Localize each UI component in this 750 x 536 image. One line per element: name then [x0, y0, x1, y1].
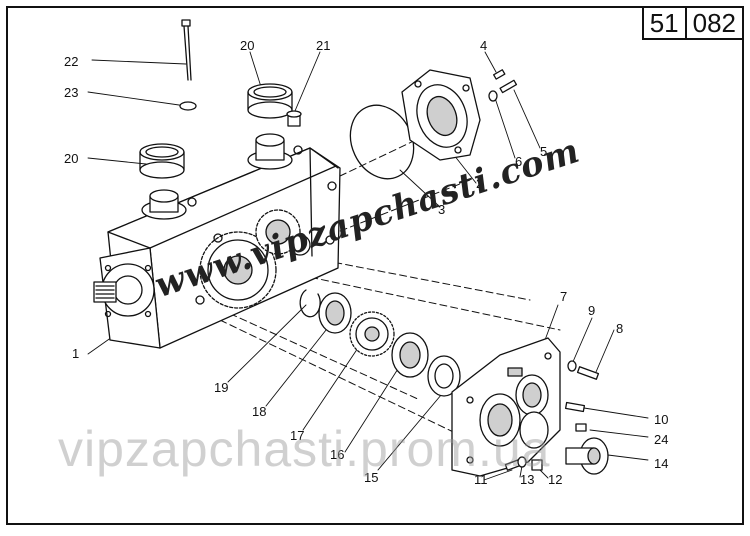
callout-11: 11 — [474, 472, 488, 487]
callout-20-left: 20 — [64, 151, 79, 166]
callout-6: 6 — [515, 154, 523, 169]
page-code-part1: 51 — [649, 8, 679, 38]
callout-15: 15 — [364, 470, 379, 485]
bolt-4-6-5 — [488, 69, 518, 102]
gearbox-housing — [93, 133, 341, 349]
callout-10: 10 — [654, 412, 669, 427]
callout-3: 3 — [438, 202, 446, 217]
flange-14 — [565, 437, 609, 475]
page-code-part2: 082 — [692, 8, 736, 38]
small-parts-11-12-13 — [504, 456, 543, 471]
callout-19: 19 — [214, 380, 229, 395]
cover-plate-7 — [451, 337, 561, 477]
seal-16 — [391, 332, 429, 378]
callout-16: 16 — [330, 447, 345, 462]
drawing-frame — [6, 6, 744, 525]
page-code-box: 51 082 — [641, 6, 744, 40]
bolts-8-9-10 — [564, 360, 600, 413]
callout-1: 1 — [72, 346, 80, 361]
bushing-20-left — [139, 143, 185, 179]
leader-lines — [87, 51, 649, 481]
key-24 — [575, 423, 587, 432]
callout-8: 8 — [616, 321, 624, 336]
callout-20-top: 20 — [240, 38, 255, 53]
o-ring-23 — [179, 101, 197, 111]
callout-12: 12 — [548, 472, 563, 487]
bushing-20-right — [247, 83, 293, 119]
callout-2: 2 — [476, 176, 484, 191]
callout-18: 18 — [252, 404, 267, 419]
callout-9: 9 — [588, 303, 596, 318]
callout-13: 13 — [520, 472, 535, 487]
callout-7: 7 — [560, 289, 568, 304]
circlip-19 — [299, 289, 321, 318]
watermark-bottom: vipzapchasti.prom.ua — [58, 421, 551, 477]
bearing-18 — [318, 292, 352, 334]
callout-24: 24 — [654, 432, 669, 447]
callout-23: 23 — [64, 85, 79, 100]
callout-14: 14 — [654, 456, 669, 471]
washer-15 — [427, 355, 461, 397]
callout-5: 5 — [540, 144, 548, 159]
gear-17 — [349, 311, 395, 357]
pin-22 — [181, 19, 192, 81]
page-code-separator — [684, 8, 687, 38]
callout-4: 4 — [480, 38, 488, 53]
callout-21: 21 — [316, 38, 331, 53]
cover-2 — [401, 69, 481, 161]
callout-17: 17 — [290, 428, 305, 443]
callout-22: 22 — [64, 54, 79, 69]
plug-21 — [286, 110, 302, 127]
